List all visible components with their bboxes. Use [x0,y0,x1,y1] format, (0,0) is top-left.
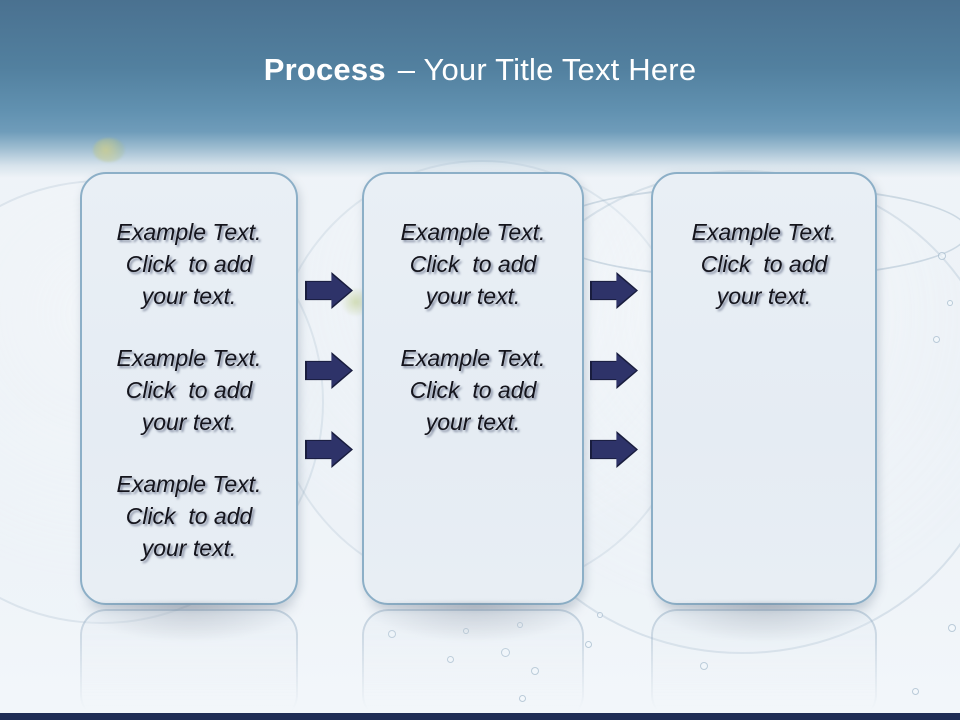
right-arrow-icon [305,272,353,309]
placeholder-text[interactable]: Example Text. Click to add your text. [400,219,546,309]
right-arrow-icon [590,272,638,309]
process-box-1[interactable]: Example Text. Click to add your text. Ex… [80,172,298,605]
bubble-decoration [933,336,940,343]
bubble-decoration [947,300,953,306]
right-arrow-icon [305,431,353,468]
placeholder-text[interactable]: Example Text. Click to add your text. [116,219,262,309]
placeholder-text[interactable]: Example Text. Click to add your text. [116,345,262,435]
bubble-decoration [912,688,919,695]
box-reflection [651,609,877,720]
footer-accent-bar [0,713,960,720]
box-reflection [80,609,298,720]
right-arrow-icon [590,431,638,468]
placeholder-text[interactable]: Example Text. Click to add your text. [691,219,837,309]
box-reflection [362,609,584,720]
placeholder-text[interactable]: Example Text. Click to add your text. [400,345,546,435]
process-box-3[interactable]: Example Text. Click to add your text. [651,172,877,605]
right-arrow-icon [305,352,353,389]
placeholder-text[interactable]: Example Text. Click to add your text. [116,471,262,561]
slide-title-emphasis: Process [263,52,386,87]
bubble-decoration [948,624,956,632]
slide-title-rest: – Your Title Text Here [397,52,697,87]
bubble-decoration [938,252,946,260]
process-box-2[interactable]: Example Text. Click to add your text. Ex… [362,172,584,605]
right-arrow-icon [590,352,638,389]
title-band [0,0,960,178]
slide-title[interactable]: Process – Your Title Text Here [0,52,960,88]
